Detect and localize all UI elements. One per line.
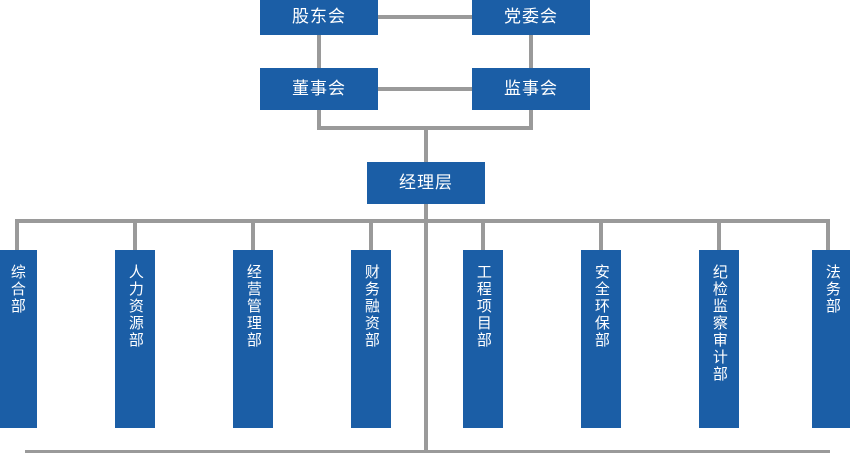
- node-discipline-audit-label: 纪检监察审计部: [710, 264, 729, 383]
- connector-board-down: [317, 110, 321, 130]
- connector-drop-discipline-audit: [717, 219, 721, 250]
- node-human-resources[interactable]: 人力资源部: [115, 250, 155, 428]
- node-shareholders-label: 股东会: [292, 7, 346, 27]
- connector-drop-general-affairs: [15, 219, 19, 250]
- node-party-committee-label: 党委会: [504, 7, 558, 27]
- connector-drop-engineering-project: [481, 219, 485, 250]
- node-safety-environment[interactable]: 安全环保部: [581, 250, 621, 428]
- node-legal-affairs-label: 法务部: [823, 264, 842, 315]
- node-finance-funding[interactable]: 财务融资部: [351, 250, 391, 428]
- connector-department-bus: [15, 219, 830, 223]
- node-board-of-directors[interactable]: 董事会: [260, 68, 378, 110]
- connector-bus-to-management: [424, 126, 428, 162]
- node-general-affairs[interactable]: 综合部: [0, 250, 37, 428]
- node-management-layer-label: 经理层: [399, 172, 453, 193]
- node-board-of-directors-label: 董事会: [292, 78, 346, 99]
- node-shareholders[interactable]: 股东会: [260, 0, 378, 35]
- connector-drop-business-management: [251, 219, 255, 250]
- connector-baseline: [25, 450, 830, 453]
- node-party-committee[interactable]: 党委会: [472, 0, 590, 35]
- connector-lower-spine: [424, 223, 428, 451]
- node-finance-funding-label: 财务融资部: [362, 264, 381, 349]
- node-human-resources-label: 人力资源部: [126, 264, 145, 349]
- node-general-affairs-label: 综合部: [8, 264, 27, 315]
- node-legal-affairs[interactable]: 法务部: [812, 250, 850, 428]
- node-management-layer[interactable]: 经理层: [367, 162, 485, 204]
- node-board-of-supervisors[interactable]: 监事会: [472, 68, 590, 110]
- connector-drop-human-resources: [133, 219, 137, 250]
- node-business-management-label: 经营管理部: [244, 264, 263, 349]
- node-engineering-project[interactable]: 工程项目部: [463, 250, 503, 428]
- connector-drop-legal-affairs: [826, 219, 830, 250]
- connector-drop-safety-environment: [599, 219, 603, 250]
- connector-supervisors-down: [529, 110, 533, 130]
- node-board-of-supervisors-label: 监事会: [504, 78, 558, 99]
- connector-board-supervisors: [378, 87, 472, 91]
- node-business-management[interactable]: 经营管理部: [233, 250, 273, 428]
- connector-drop-finance-funding: [369, 219, 373, 250]
- connector-shareholders-party: [378, 15, 472, 19]
- connector-management-down: [424, 204, 428, 221]
- node-safety-environment-label: 安全环保部: [592, 264, 611, 349]
- node-engineering-project-label: 工程项目部: [474, 264, 493, 349]
- connector-shareholders-board: [317, 35, 321, 68]
- node-discipline-audit[interactable]: 纪检监察审计部: [699, 250, 739, 428]
- connector-party-supervisors: [529, 35, 533, 68]
